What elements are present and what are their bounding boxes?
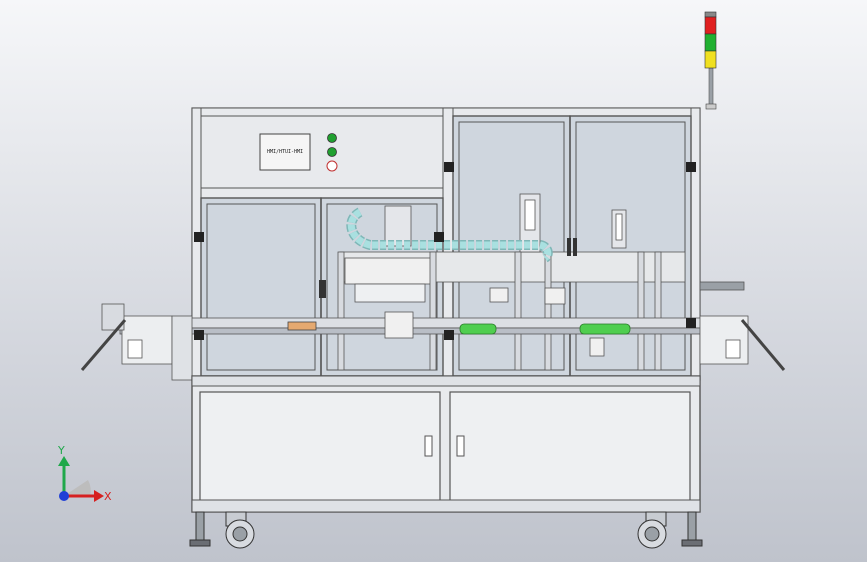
control-panel: HMI/HTUI-HMI [259, 133, 338, 172]
hmi-screen [259, 133, 311, 171]
right-conveyor [699, 281, 786, 371]
cabinet-door-right[interactable] [449, 391, 691, 503]
hinges [194, 162, 696, 340]
x-axis-label: X [104, 490, 112, 503]
left-conveyor [80, 303, 193, 381]
lamp-red [704, 16, 717, 35]
lamp-yellow [704, 50, 717, 69]
lower-cabinet [191, 375, 701, 513]
right-door-handle[interactable] [456, 435, 465, 457]
stop-button[interactable] [326, 160, 338, 172]
axis-triad: Y X [57, 444, 112, 503]
casters [189, 511, 703, 549]
lamp-green [704, 33, 717, 52]
internal-mechanism [119, 193, 721, 371]
z-axis-dot [59, 491, 69, 501]
cable-chain [346, 207, 553, 263]
left-door-handle[interactable] [424, 435, 433, 457]
green-button-1[interactable] [327, 133, 337, 143]
green-button-2[interactable] [327, 147, 337, 157]
cabinet-door-left[interactable] [199, 391, 441, 503]
door-handles [319, 238, 577, 298]
signal-tower [704, 11, 717, 110]
y-axis-label: Y [57, 444, 65, 457]
hmi-screen-text: HMI/HTUI-HMI [267, 149, 303, 155]
